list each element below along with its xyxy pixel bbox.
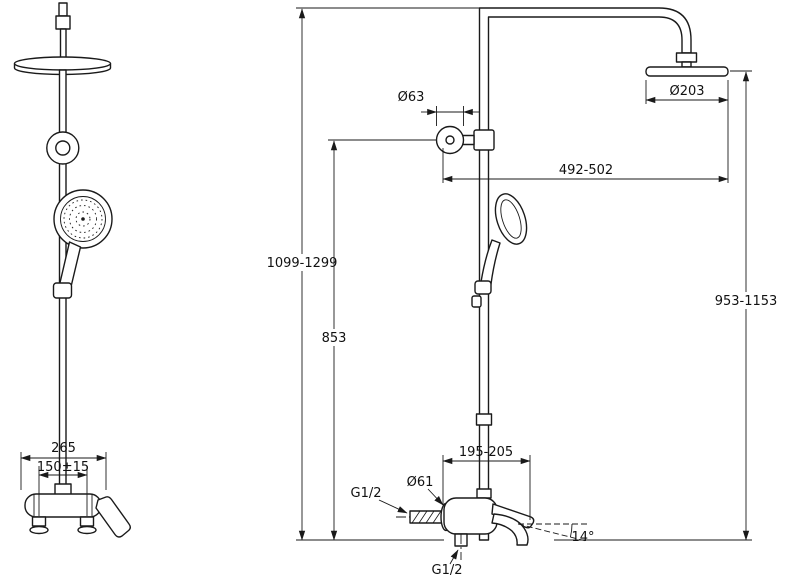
front-handshower-nozzle-ring-mid	[69, 205, 97, 233]
side-slider-knob	[471, 295, 482, 308]
front-upper-pipe	[59, 28, 67, 62]
dim-61-label: Ø61	[407, 475, 434, 490]
side-mixer-spout	[491, 513, 529, 546]
front-handshower-nozzle-ring-inner	[75, 211, 91, 227]
dim-overall-height: 1099-1299	[266, 7, 479, 541]
front-supply-flange-left	[29, 525, 49, 535]
front-mixer-handle	[95, 496, 131, 538]
dim-supply-thread: G1/2	[351, 486, 408, 514]
front-slider-bracket	[52, 282, 73, 299]
dim-150-label: 150±15	[37, 460, 89, 475]
thread-hatch-2	[418, 510, 428, 524]
side-mixer-body	[443, 497, 498, 535]
dim-492-label: 492-502	[559, 163, 613, 178]
dim-flange-diameter: Ø63	[398, 90, 479, 126]
side-head-nut	[675, 52, 698, 63]
side-shower-head-disc	[645, 66, 729, 77]
dim-bar-height: 853	[318, 139, 436, 541]
dim-riser-height: 953-1153	[713, 70, 779, 541]
side-wall-flange-hub	[445, 135, 455, 145]
front-handshower-face	[60, 196, 106, 242]
dim-953-label-bg	[713, 292, 779, 309]
dim-supply-centers: 150±15	[37, 460, 89, 516]
dim-953-label: 953-1153	[715, 294, 778, 309]
dim-escutcheon-diameter: Ø61	[407, 475, 444, 506]
front-diverter-hub	[55, 140, 71, 156]
dim-61-leader	[427, 488, 444, 506]
side-mixer-riser-nut	[476, 488, 492, 499]
dim-63-label: Ø63	[398, 90, 425, 105]
front-mixer-body	[24, 493, 102, 518]
side-head-stem	[681, 61, 692, 68]
dim-853-label-bg	[318, 329, 350, 346]
front-handshower-center-dot	[81, 217, 85, 221]
side-view	[396, 7, 729, 547]
dim-1099-label-bg	[266, 254, 338, 271]
g12-supply-leader	[378, 499, 408, 514]
dim-spout-reach: 195-205	[442, 445, 531, 520]
front-top-stem	[58, 2, 68, 17]
thread-hatch-4	[432, 510, 442, 524]
g12-outlet-label: G1/2	[432, 563, 463, 578]
dim-mixer-width: 265	[20, 441, 107, 490]
front-supply-right	[79, 516, 95, 527]
side-handshower-face	[500, 199, 522, 239]
angle-ref-inclined	[517, 523, 587, 542]
angle-label: 14°	[571, 530, 594, 545]
side-mixer-handle	[491, 503, 535, 529]
side-riser-and-arm	[478, 7, 692, 541]
dim-203-label: Ø203	[669, 84, 704, 99]
front-shower-head-disc	[13, 56, 112, 71]
front-supply-flange-right	[77, 525, 97, 535]
g12-supply-label: G1/2	[351, 486, 382, 501]
g12-outlet-leader	[449, 549, 459, 565]
dim-head-diameter: Ø203	[645, 80, 729, 183]
front-top-nut	[55, 15, 71, 30]
side-pipe-union	[475, 413, 493, 426]
dim-spout-angle: 14°	[517, 523, 595, 545]
dim-265-label: 265	[51, 441, 76, 456]
dim-195-label: 195-205	[459, 445, 513, 460]
dim-1099-label: 1099-1299	[267, 256, 338, 271]
thread-hatch-1	[411, 510, 421, 524]
thread-hatch-3	[425, 510, 435, 524]
side-handshower-head	[494, 193, 528, 245]
dim-outlet-thread: G1/2	[432, 534, 463, 578]
side-wall-union-nut	[473, 129, 495, 151]
angle-arc	[569, 523, 573, 538]
side-slider-bracket	[474, 280, 492, 295]
front-handshower-nozzle-ring-outer	[63, 199, 103, 239]
front-view	[13, 2, 131, 538]
dim-853-label: 853	[322, 331, 347, 346]
front-supply-left	[31, 516, 47, 527]
dim-head-reach: 492-502	[442, 148, 729, 183]
